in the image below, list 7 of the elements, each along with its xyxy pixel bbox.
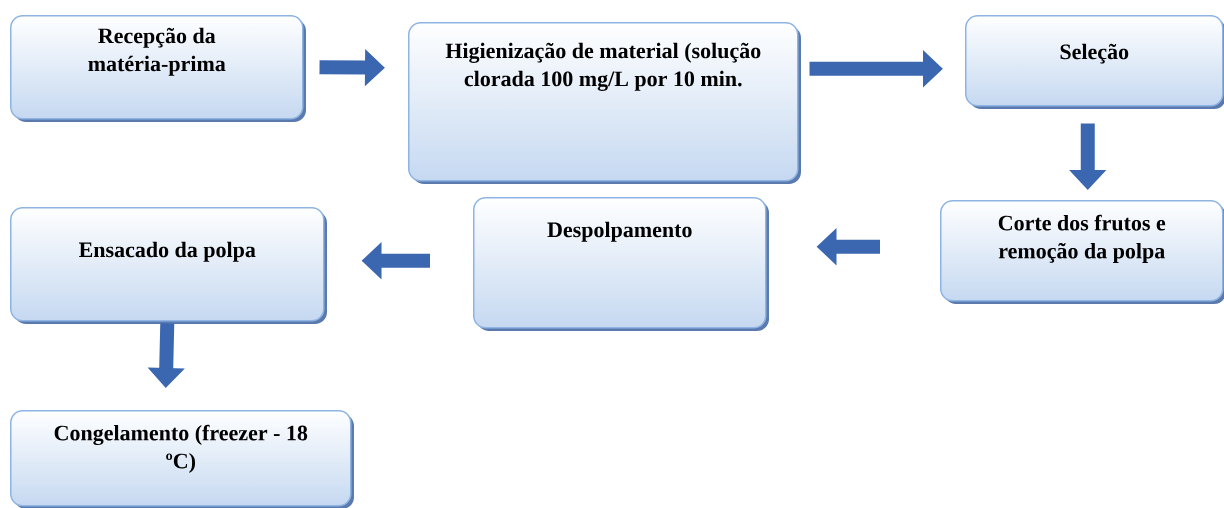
process-box: Congelamento (freezer - 18 ºC): [10, 410, 354, 508]
process-box: Higienização de material (solução clorada 100 mg/L por 10 min.: [408, 22, 801, 184]
process-box: Recepção da matéria-prima: [10, 15, 306, 122]
process-box: Seleção: [965, 15, 1224, 109]
process-box: Corte dos frutos e remoção da polpa: [940, 200, 1224, 304]
process-box: Despolpamento: [473, 197, 769, 331]
process-box: Ensacado da polpa: [10, 207, 327, 324]
